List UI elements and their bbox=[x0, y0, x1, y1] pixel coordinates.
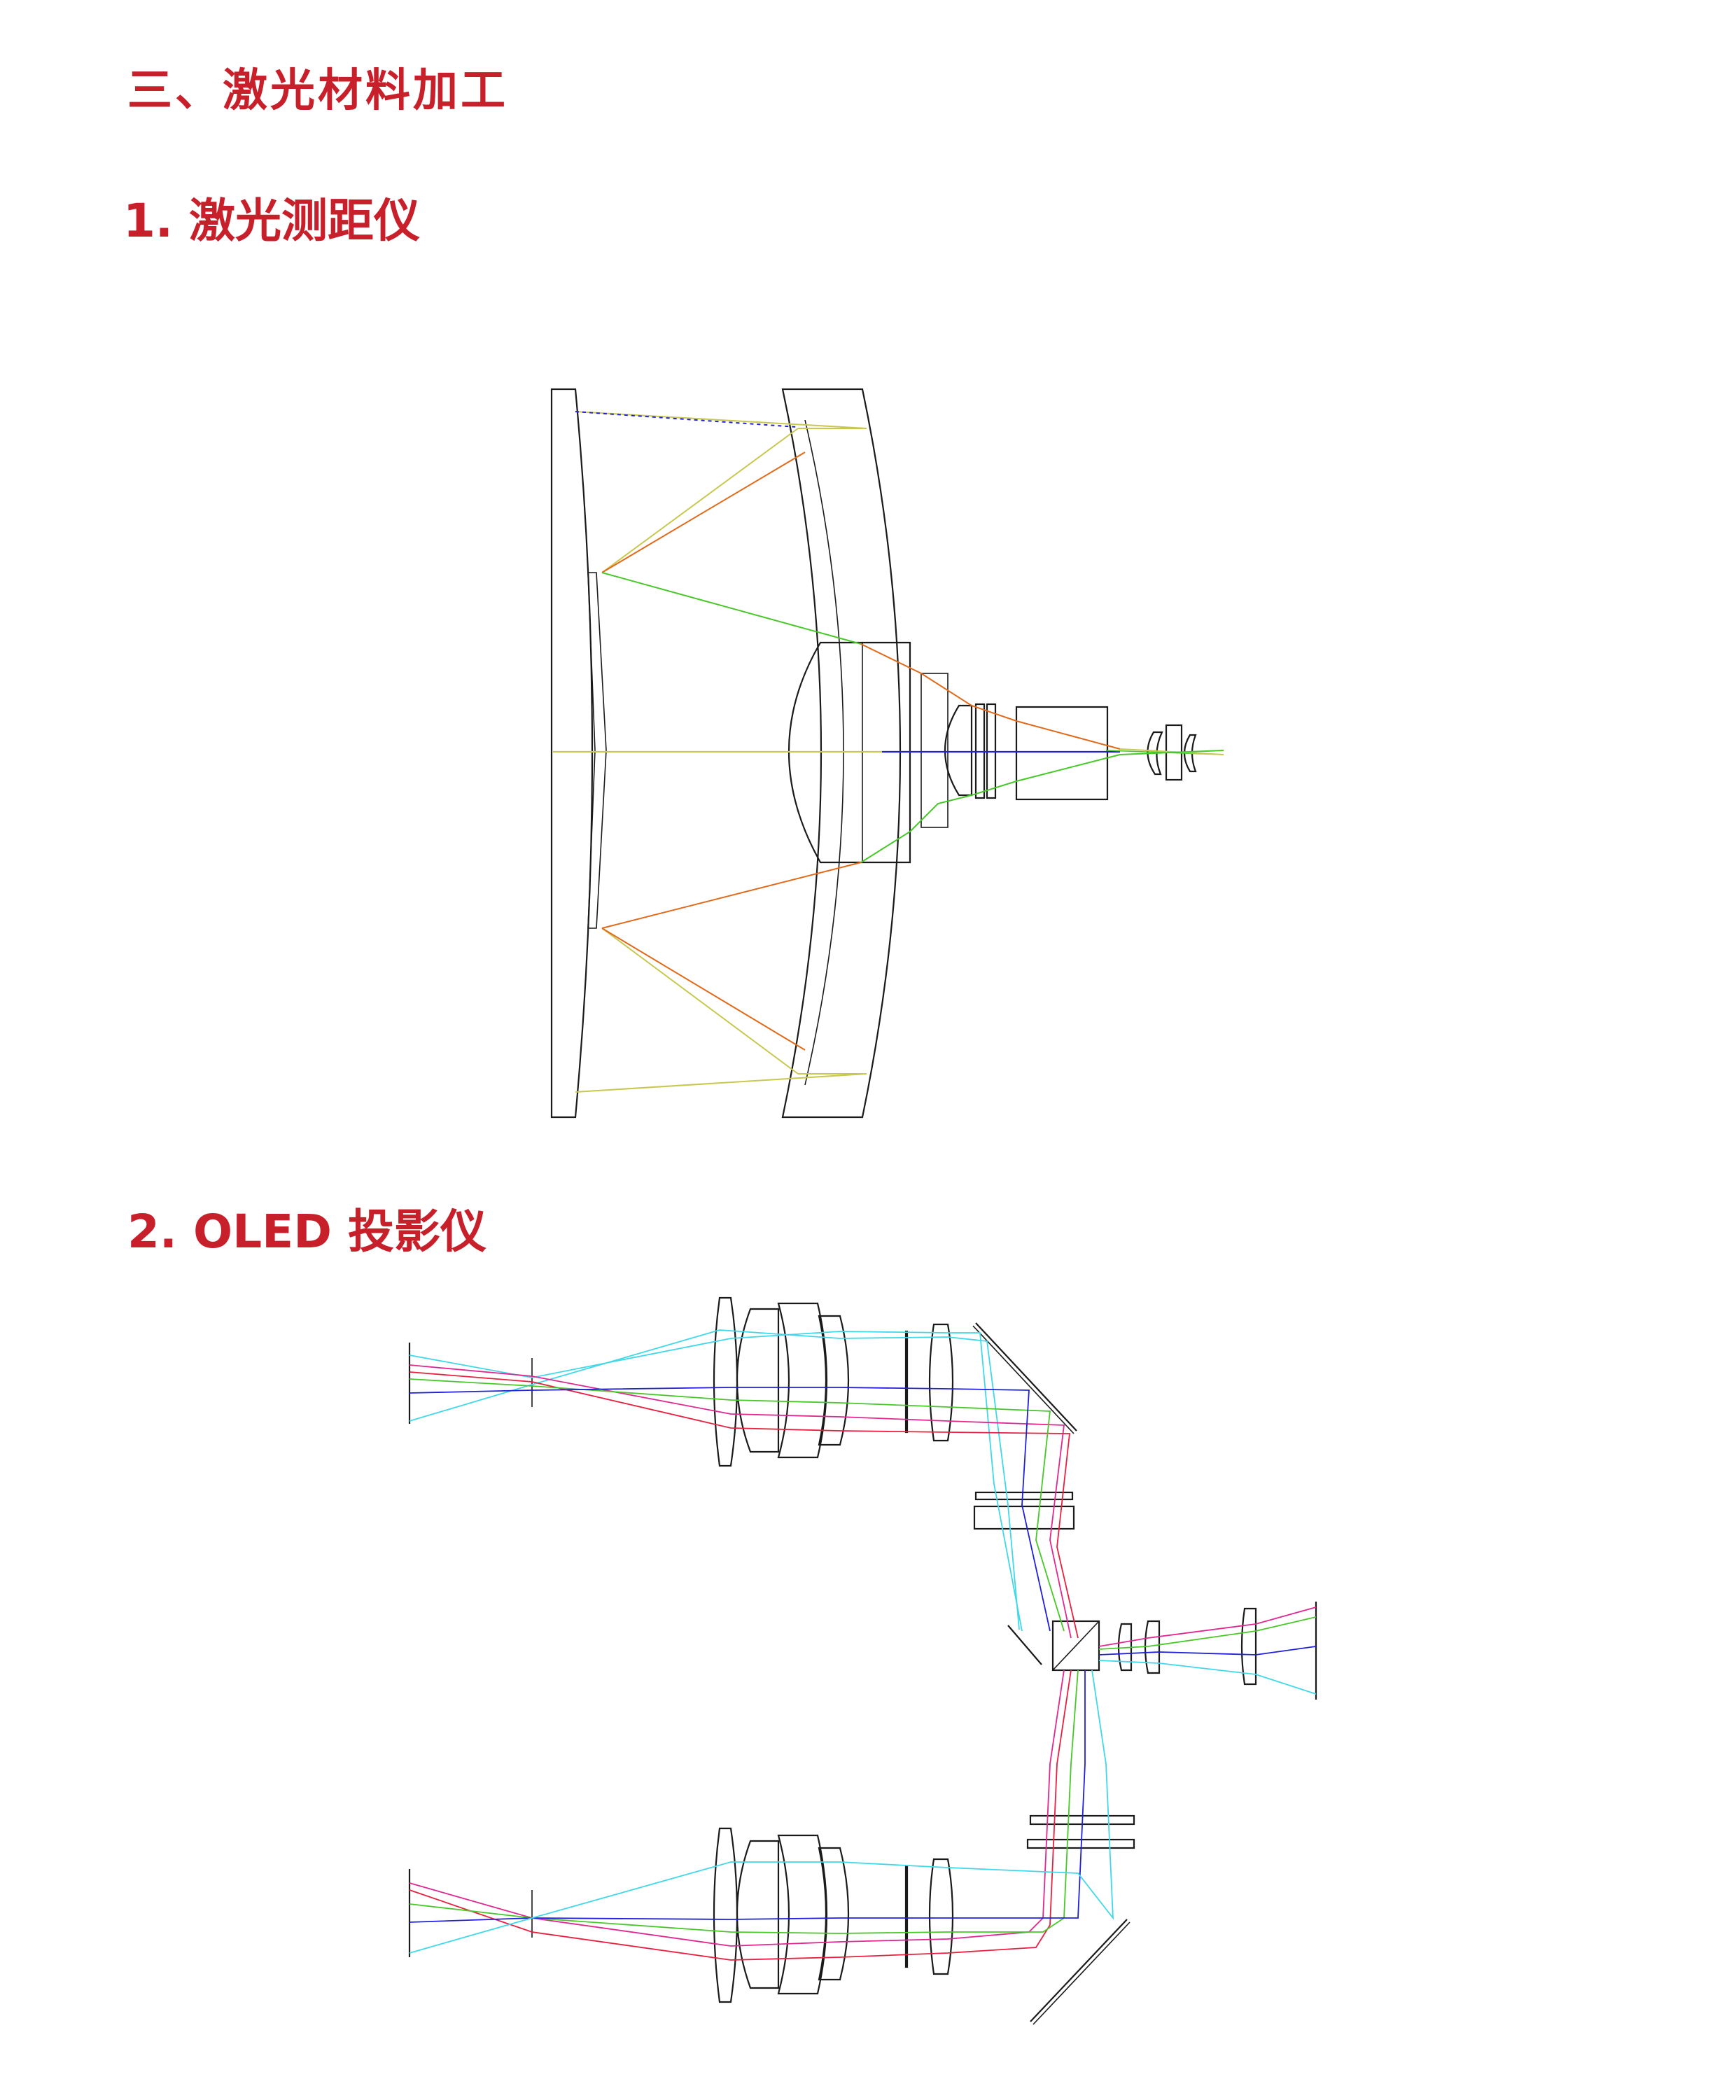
upper-lens-1 bbox=[713, 1296, 738, 1467]
lower-fold-mirror bbox=[1030, 1919, 1128, 2022]
subsection-title-rangefinder: 1. 激光测距仪 bbox=[123, 194, 420, 248]
lower-left-mirror bbox=[1007, 1625, 1042, 1665]
meniscus-corrector bbox=[781, 388, 902, 1119]
central-lens bbox=[788, 641, 911, 864]
lower-lens-4 bbox=[818, 1847, 850, 1981]
relay-lens-1 bbox=[944, 704, 973, 797]
right-lens-2 bbox=[1144, 1620, 1161, 1674]
vertical-relay-plate-1 bbox=[974, 1491, 1074, 1501]
upper-fold-mirror bbox=[975, 1322, 1077, 1432]
section-title: 三、激光材料加工 bbox=[127, 65, 508, 117]
upper-lens-4 bbox=[818, 1315, 850, 1446]
primary-mirror bbox=[550, 388, 594, 1119]
lower-lens-1 bbox=[713, 1827, 738, 2003]
relay-lens-bracket bbox=[920, 673, 948, 828]
eyepiece-lens-3 bbox=[1183, 734, 1197, 773]
upper-lens-2 bbox=[736, 1308, 780, 1453]
rangefinder-rays bbox=[575, 411, 1224, 1093]
vertical-relay-plate-2 bbox=[973, 1505, 1075, 1530]
secondary-mirror-plate bbox=[587, 572, 607, 929]
eyepiece-lens-1 bbox=[1147, 731, 1163, 776]
lower-lens-3 bbox=[777, 1834, 828, 1995]
right-lens-3 bbox=[1240, 1607, 1257, 1686]
oled-projector-rays bbox=[409, 1329, 1317, 1961]
upper-lens-6 bbox=[928, 1323, 954, 1442]
beam-splitter-cube bbox=[1051, 1620, 1100, 1672]
lower-lens-2 bbox=[736, 1840, 780, 1989]
detector-box bbox=[1015, 706, 1109, 801]
lower-lens-5 bbox=[904, 1865, 909, 1968]
upper-lens-3 bbox=[777, 1302, 828, 1459]
subsection-title-oled-projector: 2. OLED 投影仪 bbox=[127, 1205, 486, 1259]
lower-lens-6 bbox=[928, 1858, 954, 1975]
upper-lens-5 bbox=[904, 1330, 909, 1434]
